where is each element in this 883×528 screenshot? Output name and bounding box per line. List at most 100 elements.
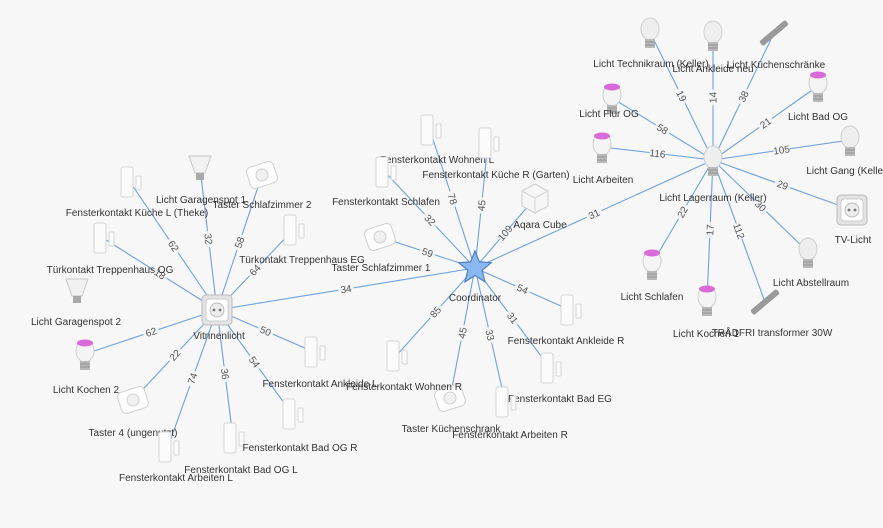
edge-label-bg <box>730 221 748 241</box>
edge-label-bg <box>337 281 355 297</box>
edge-lqi-label: 29 <box>775 179 790 193</box>
edge-lqi-label: 74 <box>186 371 200 386</box>
node-licht_ankleide[interactable]: Licht Ankleide neu <box>672 20 754 75</box>
node-label: Taster Küchenschrank <box>402 424 502 435</box>
switch-icon <box>364 223 396 251</box>
edge-label-bg <box>455 324 470 342</box>
edge-label-bg <box>418 244 437 261</box>
bulb-color-icon <box>808 71 828 102</box>
edge-label-bg <box>245 260 265 280</box>
node-taster4[interactable]: Taster 4 (ungenutzt) <box>89 385 178 439</box>
edge-label-bg <box>164 236 183 256</box>
node-fk_bad_og_r[interactable]: Fensterkontakt Bad OG R <box>242 398 358 454</box>
node-coordinator[interactable]: Coordinator <box>449 249 502 304</box>
edge-label-bg <box>707 89 719 106</box>
node-taster_schlaf2[interactable]: Taster Schlafzimmer 2 <box>213 160 312 211</box>
node-taster_kueche[interactable]: Taster Küchenschrank <box>402 383 502 435</box>
bulb-white-icon <box>640 17 660 48</box>
node-label: Fensterkontakt Bad OG R <box>242 443 357 454</box>
bulb-color-icon <box>602 83 622 114</box>
node-label: Fensterkontakt Arbeiten L <box>119 473 233 484</box>
node-tuer_treppenhaus_eg[interactable]: Türkontakt Treppenhaus EG <box>239 214 365 266</box>
node-licht_garagenspot1[interactable]: Licht Garagenspot 1 <box>156 155 246 206</box>
nodes-layer: Coordinator Vitrinenlicht Licht Lagerraum … <box>31 17 883 484</box>
node-licht_abstellraum[interactable]: Licht Abstellraum <box>773 237 849 289</box>
node-label: Taster Schlafzimmer 1 <box>332 263 431 274</box>
node-tradfri[interactable]: TRÅDFRI transformer 30W <box>712 289 833 339</box>
edge-lqi-label: 22 <box>676 205 691 221</box>
bulb-color-icon <box>642 249 662 280</box>
edge-label-bg <box>652 119 673 139</box>
node-taster_schlaf1[interactable]: Taster Schlafzimmer 1 <box>332 222 431 274</box>
node-lagerraum[interactable]: Licht Lagerraum (Keller) <box>659 145 767 204</box>
edge-label-bg <box>141 323 161 341</box>
node-label: Licht Kochen 2 <box>53 385 120 396</box>
node-label: Fensterkontakt Wohnen L <box>380 155 495 166</box>
node-fk_bad_og_l[interactable]: Fensterkontakt Bad OG L <box>184 422 298 476</box>
node-label: Licht Ankleide neu <box>672 64 753 75</box>
node-label: Türkontakt Treppenhaus EG <box>239 255 365 266</box>
node-label: TV-Licht <box>835 235 872 246</box>
sensor-icon <box>223 422 245 454</box>
node-licht_schlafen[interactable]: Licht Schlafen <box>621 249 684 304</box>
node-licht_kochen2[interactable]: Licht Kochen 2 <box>53 339 120 397</box>
node-fk_ankleide_l[interactable]: Fensterkontakt Ankleide L <box>262 336 378 390</box>
sensor-icon <box>304 336 326 368</box>
node-licht_flur_og[interactable]: Licht Flur OG <box>579 83 639 121</box>
node-fk_schlafen[interactable]: Fensterkontakt Schlafen <box>332 156 440 208</box>
node-licht_kuechenschraenke[interactable]: Licht Küchenschränke <box>727 20 826 71</box>
node-fk_wohnen_l[interactable]: Fensterkontakt Wohnen L <box>380 114 495 166</box>
node-tv_licht[interactable]: TV-Licht <box>835 194 872 246</box>
node-fk_bad_eg[interactable]: Fensterkontakt Bad EG <box>508 352 612 405</box>
plug-icon <box>201 294 233 326</box>
edge-label-bg <box>184 368 201 389</box>
sensor-icon <box>158 431 180 463</box>
sensor-icon <box>283 214 305 246</box>
node-label: Licht Küchenschränke <box>727 60 826 71</box>
spot-icon <box>188 155 212 180</box>
bulb-color-icon <box>75 339 95 370</box>
node-fk_kueche_l[interactable]: Fensterkontakt Küche L (Theke) <box>66 166 208 219</box>
node-label: Licht Abstellraum <box>773 278 849 289</box>
node-label: Licht Flur OG <box>579 109 639 120</box>
node-fk_arbeiten_l[interactable]: Fensterkontakt Arbeiten L <box>119 431 233 484</box>
sensor-icon <box>386 340 408 372</box>
edge-label-bg <box>673 202 692 222</box>
node-vitrinenlicht[interactable]: Vitrinenlicht <box>193 294 245 342</box>
node-label: Licht Kochen 1 <box>673 329 740 340</box>
node-licht_technikraum[interactable]: Licht Technikraum (Keller) <box>593 17 709 70</box>
bulb-white-icon <box>798 237 818 268</box>
edge-label-bg <box>734 86 753 107</box>
edge-lqi-label: 112 <box>730 222 746 241</box>
edge-lqi-label: 45 <box>476 199 488 212</box>
node-fk_kueche_r[interactable]: Fensterkontakt Küche R (Garten) <box>422 127 570 181</box>
switch-icon <box>434 384 466 412</box>
node-aqara_cube[interactable]: Aqara Cube <box>513 183 567 231</box>
node-label: Licht Arbeiten <box>573 175 634 186</box>
node-licht_bad_og[interactable]: Licht Bad OG <box>788 71 848 124</box>
node-tuer_treppenhaus_og[interactable]: Türkontakt Treppenhaus OG <box>47 222 174 276</box>
edge-lqi-label: 105 <box>773 144 792 157</box>
edge-lqi-label: 45 <box>457 326 470 339</box>
edge-label-bg <box>512 280 533 298</box>
strip-icon <box>759 20 789 46</box>
node-label: Fensterkontakt Küche L (Theke) <box>66 208 208 219</box>
edge-label-bg <box>755 113 776 133</box>
edge-label-bg <box>502 308 523 328</box>
node-fk_wohnen_r[interactable]: Fensterkontakt Wohnen R <box>346 340 462 393</box>
node-licht_gang[interactable]: Licht Gang (Keller) <box>806 125 883 177</box>
node-licht_kochen1[interactable]: Licht Kochen 1 <box>673 285 740 341</box>
node-licht_arbeiten[interactable]: Licht Arbeiten <box>573 132 634 187</box>
node-fk_ankleide_r[interactable]: Fensterkontakt Ankleide R <box>508 294 625 347</box>
edge-label-bg <box>165 345 185 365</box>
plug-icon <box>836 194 868 226</box>
edge-label-bg <box>420 210 440 230</box>
edge-label-bg <box>255 322 276 340</box>
node-licht_garagenspot2[interactable]: Licht Garagenspot 2 <box>31 278 121 328</box>
node-fk_arbeiten_r[interactable]: Fensterkontakt Arbeiten R <box>452 386 568 441</box>
node-label: Coordinator <box>449 293 502 304</box>
sensor-icon <box>420 114 442 146</box>
edge-label-bg <box>474 196 489 215</box>
node-label: Licht Garagenspot 1 <box>156 195 246 206</box>
